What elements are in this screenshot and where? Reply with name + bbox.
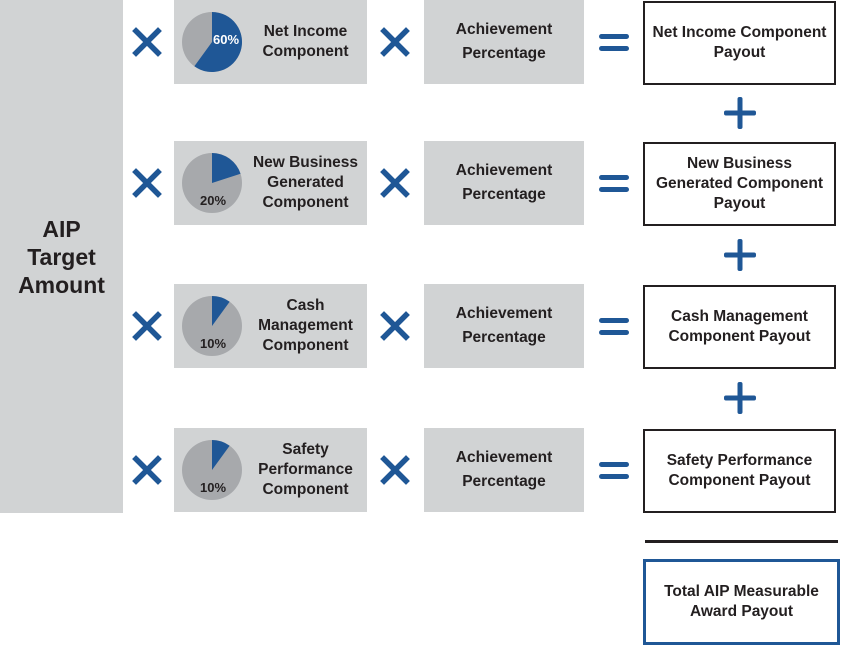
achievement-percentage-label: Achievement Percentage — [455, 449, 553, 490]
component-payout-box: Safety Performance Component Payout — [643, 429, 836, 513]
equals-icon — [598, 31, 630, 53]
pie-weight-slice — [212, 296, 230, 326]
times-icon — [132, 168, 162, 198]
pie-weight-label: 60% — [213, 32, 239, 47]
component-label: Safety Performance Component — [258, 441, 353, 498]
times-icon — [132, 27, 162, 57]
equals-icon — [598, 315, 630, 337]
component-payout-box: New Business Generated Component Payout — [643, 142, 836, 226]
weight-pie-chart: 10% — [182, 296, 242, 356]
plus-icon — [722, 237, 758, 273]
component-payout-label: Net Income Component Payout — [652, 24, 827, 61]
total-payout-box: Total AIP Measurable Award Payout — [643, 559, 840, 645]
achievement-percentage-box: Achievement Percentage — [424, 141, 584, 225]
sum-rule-divider — [645, 540, 838, 543]
times-icon — [380, 27, 410, 57]
times-icon — [132, 311, 162, 341]
plus-icon — [722, 380, 758, 416]
weight-pie-chart: 10% — [182, 440, 242, 500]
equals-icon — [598, 459, 630, 481]
pie-weight-slice — [194, 12, 243, 72]
total-payout-label: Total AIP Measurable Award Payout — [664, 583, 819, 620]
component-box: 10% Cash Management Component — [174, 284, 367, 368]
pie-weight-slice — [212, 153, 241, 183]
times-icon — [380, 311, 410, 341]
component-payout-box: Cash Management Component Payout — [643, 285, 836, 369]
achievement-percentage-box: Achievement Percentage — [424, 0, 584, 84]
pie-weight-slice — [212, 440, 230, 470]
component-payout-label: Safety Performance Component Payout — [666, 452, 813, 489]
times-icon — [380, 455, 410, 485]
component-box: 10% Safety Performance Component — [174, 428, 367, 512]
component-label: Cash Management Component — [258, 297, 353, 354]
achievement-percentage-box: Achievement Percentage — [424, 428, 584, 512]
component-payout-box: Net Income Component Payout — [643, 1, 836, 85]
component-box: 60% Net Income Component — [174, 0, 367, 84]
achievement-percentage-label: Achievement Percentage — [455, 305, 553, 346]
component-payout-label: New Business Generated Component Payout — [655, 155, 824, 212]
pie-weight-label: 10% — [200, 480, 226, 495]
achievement-percentage-label: Achievement Percentage — [455, 162, 553, 203]
component-payout-label: Cash Management Component Payout — [668, 308, 811, 345]
weight-pie-chart: 60% — [182, 12, 243, 72]
component-label: New Business Generated Component — [252, 154, 359, 211]
equals-icon — [598, 172, 630, 194]
plus-icon — [722, 95, 758, 131]
achievement-percentage-box: Achievement Percentage — [424, 284, 584, 368]
times-icon — [132, 455, 162, 485]
pie-weight-label: 10% — [200, 336, 226, 351]
pie-weight-label: 20% — [200, 193, 226, 208]
component-box: 20% New Business Generated Component — [174, 141, 367, 225]
times-icon — [380, 168, 410, 198]
aip-target-amount-label: AIP Target Amount — [18, 215, 105, 298]
weight-pie-chart: 20% — [182, 153, 242, 213]
achievement-percentage-label: Achievement Percentage — [455, 21, 553, 62]
component-label: Net Income Component — [262, 23, 349, 60]
aip-target-amount-box: AIP Target Amount — [0, 0, 123, 513]
